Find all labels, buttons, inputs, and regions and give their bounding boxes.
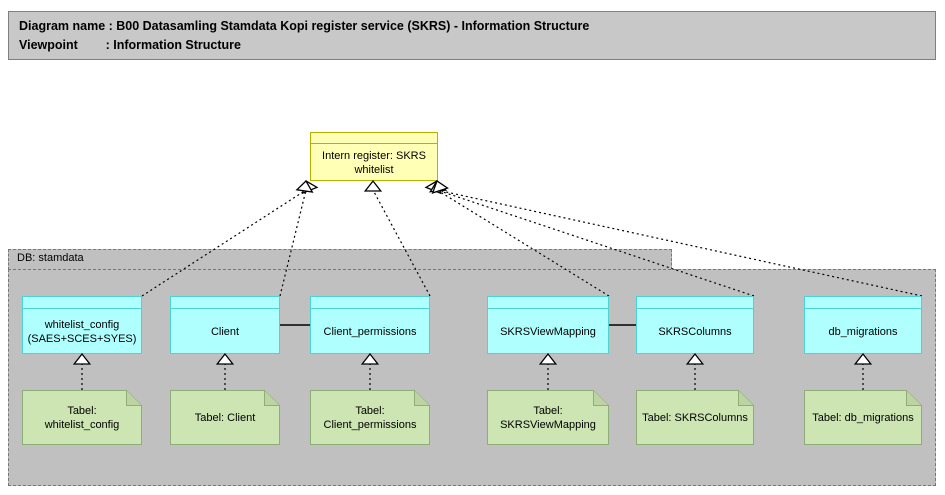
node-db-migrations[interactable]: db_migrations <box>804 296 922 354</box>
note-tabel-skrscolumns[interactable]: Tabel: SKRSColumns <box>636 390 754 445</box>
note-label: Tabel: Client <box>170 390 280 445</box>
node-client[interactable]: Client <box>170 296 280 354</box>
note-label: Tabel: whitelist_config <box>22 390 142 445</box>
diagram-name-line: Diagram name : B00 Datasamling Stamdata … <box>19 17 935 36</box>
viewpoint-line: Viewpoint : Information Structure <box>19 36 935 55</box>
note-label: Tabel: SKRSViewMapping <box>487 390 609 445</box>
realization-arrowhead-1-0 <box>365 181 381 191</box>
realization-arrowhead-2-1 <box>429 180 446 192</box>
node-label: SKRSViewMapping <box>488 310 608 353</box>
object-header-stripe <box>311 133 437 144</box>
group-db-stamdata[interactable]: DB: stamdata <box>8 249 936 486</box>
node-skrsviewmapping[interactable]: SKRSViewMapping <box>487 296 609 354</box>
object-header-stripe <box>171 297 279 309</box>
note-label: Tabel: db_migrations <box>804 390 922 445</box>
group-label: DB: stamdata <box>17 252 84 264</box>
note-tabel-client-permissions[interactable]: Tabel: Client_permissions <box>310 390 430 445</box>
object-header-stripe <box>311 297 429 309</box>
object-header-stripe <box>805 297 921 309</box>
note-tabel-whitelist-config[interactable]: Tabel: whitelist_config <box>22 390 142 445</box>
node-whitelist-config[interactable]: whitelist_config (SAES+SCES+SYES) <box>22 296 142 354</box>
object-header-stripe <box>637 297 753 309</box>
group-body <box>8 269 936 486</box>
note-tabel-db-migrations[interactable]: Tabel: db_migrations <box>804 390 922 445</box>
node-label: whitelist_config (SAES+SCES+SYES) <box>23 310 141 353</box>
object-header-stripe <box>488 297 608 309</box>
node-label: SKRSColumns <box>637 310 753 353</box>
node-label: Client <box>171 310 279 353</box>
note-tabel-client[interactable]: Tabel: Client <box>170 390 280 445</box>
note-tabel-skrsviewmapping[interactable]: Tabel: SKRSViewMapping <box>487 390 609 445</box>
node-label: Intern register: SKRS whitelist <box>311 145 437 180</box>
diagram-header-banner: Diagram name : B00 Datasamling Stamdata … <box>8 11 936 60</box>
node-label: db_migrations <box>805 310 921 353</box>
object-header-stripe <box>23 297 141 309</box>
node-label: Client_permissions <box>311 310 429 353</box>
realization-arrowhead-0-1 <box>297 180 314 192</box>
group-header-tab <box>8 249 672 270</box>
note-label: Tabel: Client_permissions <box>310 390 430 445</box>
node-skrscolumns[interactable]: SKRSColumns <box>636 296 754 354</box>
note-label: Tabel: SKRSColumns <box>636 390 754 445</box>
node-client-permissions[interactable]: Client_permissions <box>310 296 430 354</box>
node-intern-register-skrs-whitelist[interactable]: Intern register: SKRS whitelist <box>310 132 438 181</box>
